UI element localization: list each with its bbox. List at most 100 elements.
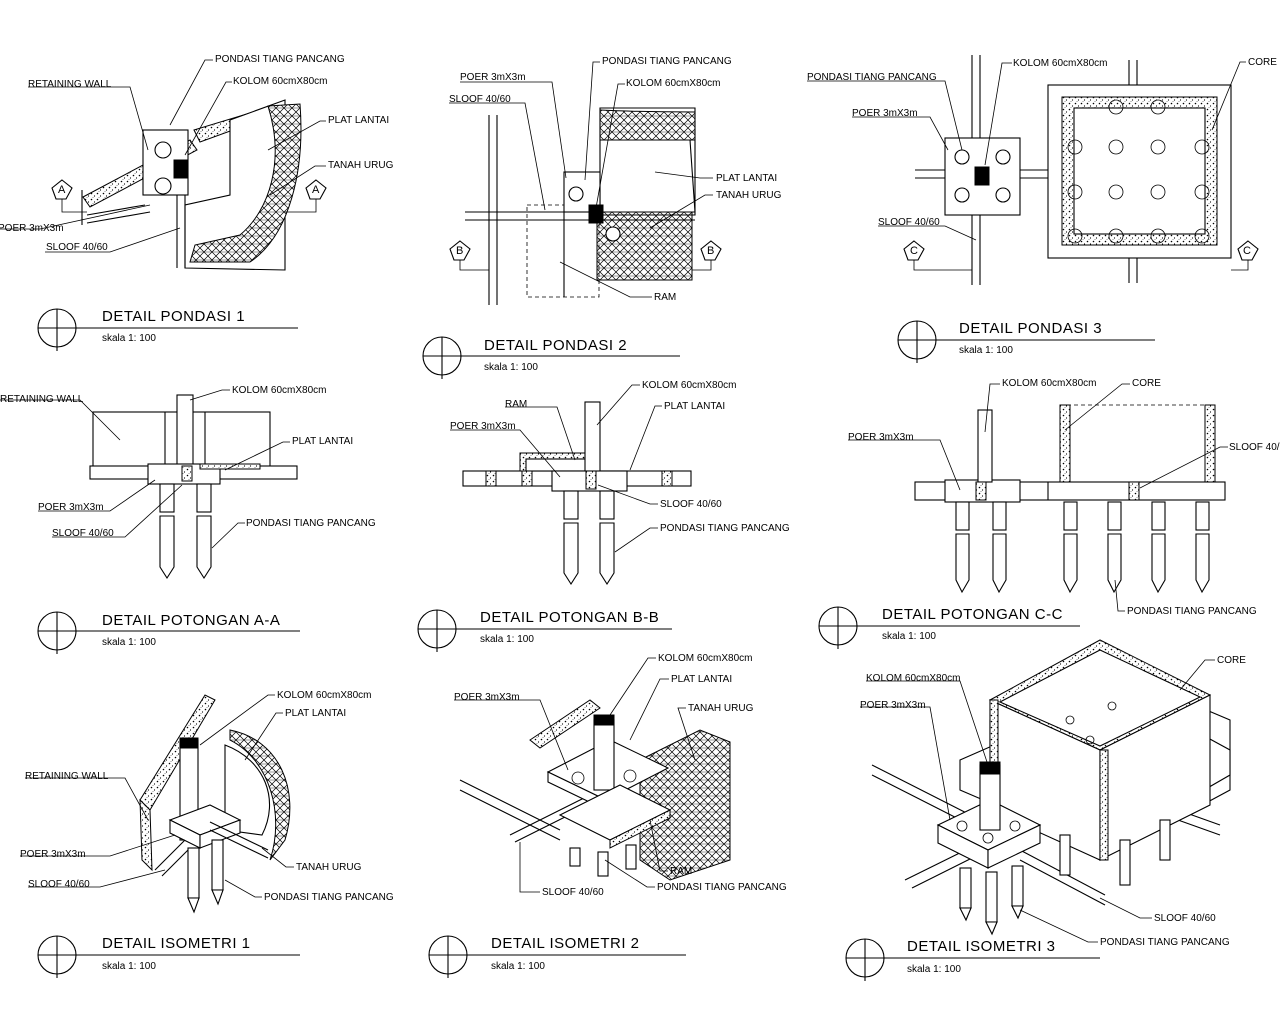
detail-isometri-3: CORE KOLOM 60cmX80cm POER 3mX3m SLOOF 40…	[860, 639, 1246, 948]
detail-pondasi-3: C C PONDASI TIANG PANCANG KOLOM 60cmX80c…	[807, 55, 1277, 285]
section-mark-a-left: A	[58, 184, 66, 196]
label-kolom-iso2: KOLOM 60cmX80cm	[658, 653, 752, 664]
label-plat-lantai-iso2: PLAT LANTAI	[671, 674, 732, 685]
label-pondasi-tiang-pancang-iso3: PONDASI TIANG PANCANG	[1100, 937, 1230, 948]
label-sloof-2: SLOOF 40/60	[449, 94, 511, 105]
scale-potongan-bb: skala 1: 100	[480, 634, 534, 645]
label-sloof-3: SLOOF 40/60	[878, 217, 940, 228]
section-mark-b-right: B	[707, 245, 714, 257]
label-pondasi-tiang-pancang-3: PONDASI TIANG PANCANG	[807, 72, 937, 83]
title-block-isometri-2: DETAIL ISOMETRI 2 skala 1: 100	[428, 935, 686, 978]
label-poer-3: POER 3mX3m	[852, 108, 918, 119]
label-poer-2: POER 3mX3m	[460, 72, 526, 83]
detail-potongan-bb: KOLOM 60cmX80cm RAM POER 3mX3m PLAT LANT…	[450, 380, 790, 586]
label-plat-lantai-2: PLAT LANTAI	[716, 173, 777, 184]
label-pondasi-tiang-pancang-1: PONDASI TIANG PANCANG	[215, 54, 345, 65]
label-sloof-bb: SLOOF 40/60	[660, 499, 722, 510]
label-kolom-1: KOLOM 60cmX80cm	[233, 76, 327, 87]
scale-pondasi-2: skala 1: 100	[484, 362, 538, 373]
label-sloof-1: SLOOF 40/60	[46, 242, 108, 253]
label-pondasi-tiang-pancang-iso2: PONDASI TIANG PANCANG	[657, 882, 787, 893]
scale-potongan-aa: skala 1: 100	[102, 637, 156, 648]
label-tanah-urug-iso2: TANAH URUG	[688, 703, 754, 714]
detail-pondasi-2: B B PONDASI TIANG PANCANG KOLOM 60cmX80c…	[449, 56, 782, 305]
label-kolom-iso3: KOLOM 60cmX80cm	[866, 673, 960, 684]
label-tanah-urug-iso1: TANAH URUG	[296, 862, 362, 873]
label-pondasi-tiang-pancang-iso1: PONDASI TIANG PANCANG	[264, 892, 394, 903]
scale-isometri-3: skala 1: 100	[907, 964, 961, 975]
section-mark-c-right: C	[1243, 245, 1251, 257]
title-isometri-2: DETAIL ISOMETRI 2	[491, 935, 640, 952]
title-isometri-3: DETAIL ISOMETRI 3	[907, 938, 1056, 955]
label-poer-iso3: POER 3mX3m	[860, 700, 926, 711]
label-poer-aa: POER 3mX3m	[38, 502, 104, 513]
label-sloof-iso1: SLOOF 40/60	[28, 879, 90, 890]
title-isometri-1: DETAIL ISOMETRI 1	[102, 935, 251, 952]
label-sloof-iso3: SLOOF 40/60	[1154, 913, 1216, 924]
label-kolom-cc: KOLOM 60cmX80cm	[1002, 378, 1096, 389]
detail-pondasi-1: A A PONDASI TIANG PANCANG KOLOM 60cmX80c…	[0, 54, 394, 271]
section-mark-c-left: C	[910, 245, 918, 257]
detail-isometri-1: KOLOM 60cmX80cm PLAT LANTAI RETAINING WA…	[20, 690, 394, 914]
section-mark-a-right: A	[312, 184, 320, 196]
scale-isometri-1: skala 1: 100	[102, 961, 156, 972]
label-ram-iso2: RAM	[670, 866, 692, 877]
detail-potongan-cc: KOLOM 60cmX80cm CORE POER 3mX3m SLOOF 40…	[848, 378, 1280, 617]
label-poer-bb: POER 3mX3m	[450, 421, 516, 432]
label-tanah-urug-2: TANAH URUG	[716, 190, 782, 201]
label-poer-iso2: POER 3mX3m	[454, 692, 520, 703]
label-core-cc: CORE	[1132, 378, 1161, 389]
label-ram-2: RAM	[654, 292, 676, 303]
title-block-potongan-bb: DETAIL POTONGAN B-B skala 1: 100	[417, 609, 672, 652]
label-kolom-bb: KOLOM 60cmX80cm	[642, 380, 736, 391]
label-pondasi-tiang-pancang-aa: PONDASI TIANG PANCANG	[246, 518, 376, 529]
title-potongan-cc: DETAIL POTONGAN C-C	[882, 606, 1063, 623]
label-retaining-wall-1: RETAINING WALL	[28, 79, 112, 90]
title-pondasi-3: DETAIL PONDASI 3	[959, 320, 1102, 337]
scale-isometri-2: skala 1: 100	[491, 961, 545, 972]
title-potongan-aa: DETAIL POTONGAN A-A	[102, 612, 280, 629]
section-mark-b-left: B	[456, 245, 463, 257]
label-poer-iso1: POER 3mX3m	[20, 849, 86, 860]
label-kolom-aa: KOLOM 60cmX80cm	[232, 385, 326, 396]
title-block-isometri-3: DETAIL ISOMETRI 3 skala 1: 100	[845, 938, 1100, 981]
scale-potongan-cc: skala 1: 100	[882, 631, 936, 642]
title-block-potongan-cc: DETAIL POTONGAN C-C skala 1: 100	[818, 606, 1080, 649]
scale-pondasi-3: skala 1: 100	[959, 345, 1013, 356]
title-block-potongan-aa: DETAIL POTONGAN A-A skala 1: 100	[37, 611, 300, 654]
label-tanah-urug-1: TANAH URUG	[328, 160, 394, 171]
core-pile-grid	[1067, 99, 1210, 244]
label-pondasi-tiang-pancang-2: PONDASI TIANG PANCANG	[602, 56, 732, 67]
label-kolom-2: KOLOM 60cmX80cm	[626, 78, 720, 89]
label-retaining-wall-iso1: RETAINING WALL	[25, 771, 109, 782]
title-potongan-bb: DETAIL POTONGAN B-B	[480, 609, 659, 626]
label-poer-1: POER 3mX3m	[0, 223, 64, 234]
detail-isometri-2: KOLOM 60cmX80cm PLAT LANTAI POER 3mX3m T…	[454, 653, 787, 898]
piles-cc	[955, 501, 1210, 594]
title-block-pondasi-2: DETAIL PONDASI 2 skala 1: 100	[422, 336, 680, 379]
label-plat-lantai-aa: PLAT LANTAI	[292, 436, 353, 447]
label-sloof-aa: SLOOF 40/60	[52, 528, 114, 539]
detail-potongan-aa: KOLOM 60cmX80cm RETAINING WALL PLAT LANT…	[0, 385, 376, 580]
label-poer-cc: POER 3mX3m	[848, 432, 914, 443]
label-pondasi-tiang-pancang-bb: PONDASI TIANG PANCANG	[660, 523, 790, 534]
label-plat-lantai-bb: PLAT LANTAI	[664, 401, 725, 412]
label-plat-lantai-1: PLAT LANTAI	[328, 115, 389, 126]
label-core-iso3: CORE	[1217, 655, 1246, 666]
label-kolom-iso1: KOLOM 60cmX80cm	[277, 690, 371, 701]
label-sloof-iso2: SLOOF 40/60	[542, 887, 604, 898]
label-ram-bb: RAM	[505, 399, 527, 410]
scale-pondasi-1: skala 1: 100	[102, 333, 156, 344]
label-core-3: CORE	[1248, 57, 1277, 68]
label-pondasi-tiang-pancang-cc: PONDASI TIANG PANCANG	[1127, 606, 1257, 617]
title-block-pondasi-1: DETAIL PONDASI 1 skala 1: 100	[37, 308, 298, 351]
title-block-pondasi-3: DETAIL PONDASI 3 skala 1: 100	[897, 320, 1155, 363]
title-pondasi-2: DETAIL PONDASI 2	[484, 337, 627, 354]
label-sloof-cc: SLOOF 40/60	[1229, 442, 1280, 453]
label-plat-lantai-iso1: PLAT LANTAI	[285, 708, 346, 719]
label-kolom-3: KOLOM 60cmX80cm	[1013, 58, 1107, 69]
title-block-isometri-1: DETAIL ISOMETRI 1 skala 1: 100	[37, 935, 300, 978]
title-pondasi-1: DETAIL PONDASI 1	[102, 308, 245, 325]
label-retaining-wall-aa: RETAINING WALL	[0, 394, 84, 405]
